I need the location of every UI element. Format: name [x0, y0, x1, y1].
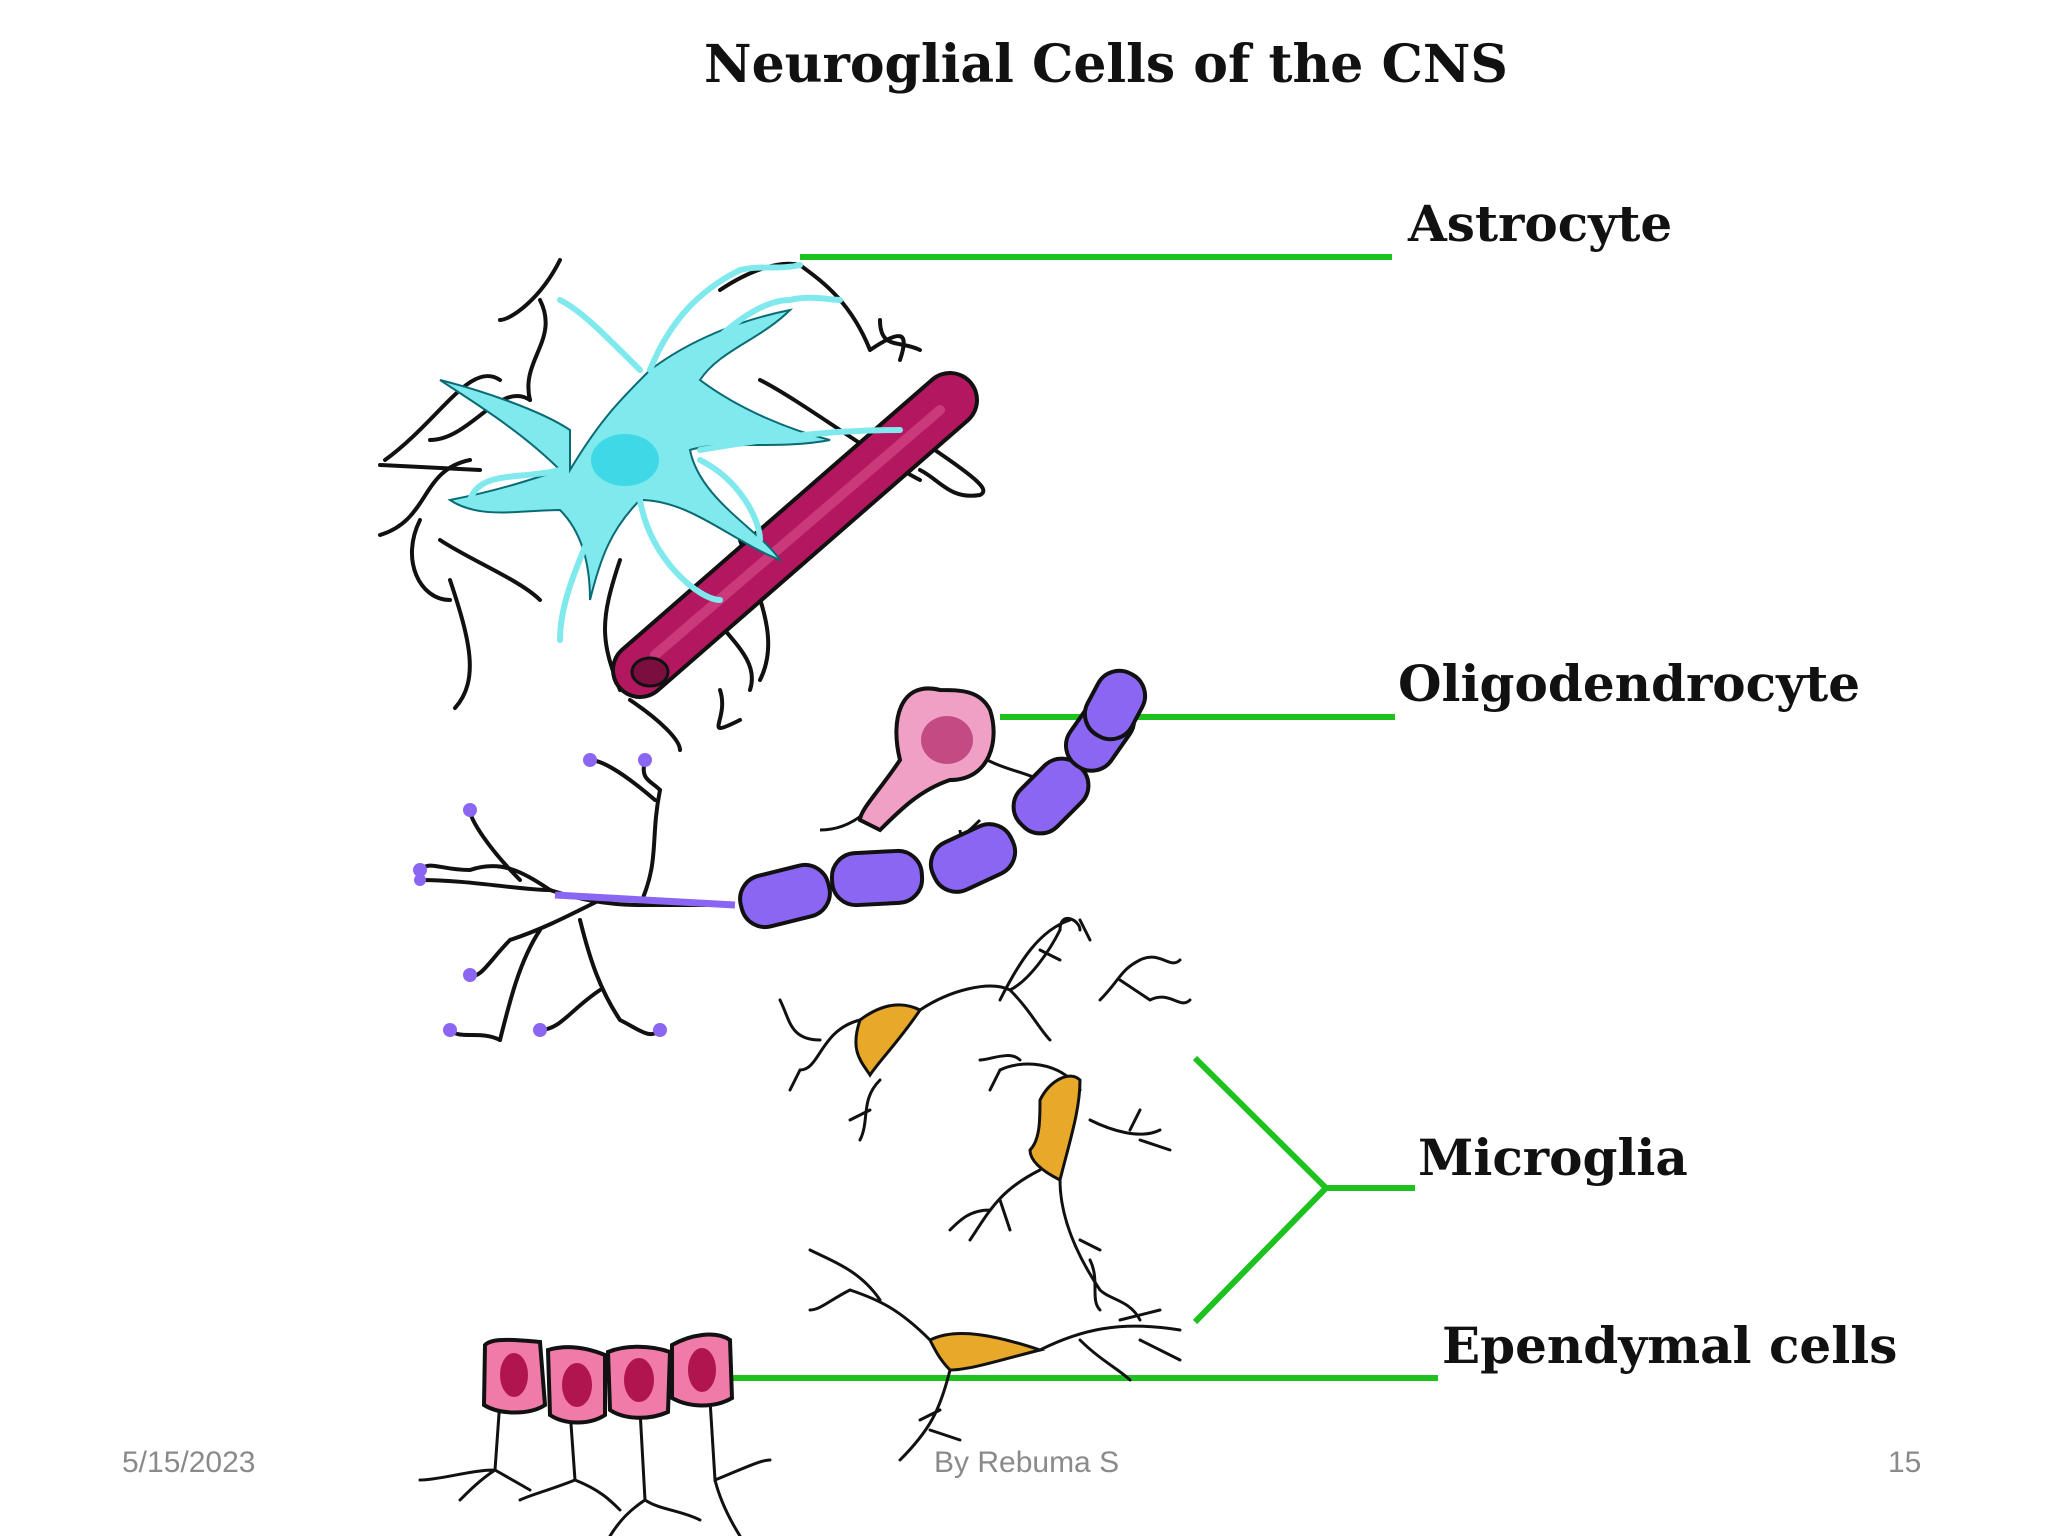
ependymal-illustration: [418, 1332, 772, 1536]
slide-number: 15: [1888, 1446, 1922, 1479]
microglia-illustration: [778, 917, 1192, 1462]
microglia-bracket: [1192, 1055, 1331, 1325]
astrocyte-illustration: [378, 258, 986, 752]
footer-author: By Rebuma S: [934, 1446, 1120, 1479]
oligodendrocyte-illustration: [413, 668, 1148, 1042]
label-ependymal-cells: Ependymal cells: [1442, 1316, 1898, 1375]
label-microglia: Microglia: [1418, 1128, 1688, 1187]
label-oligodendrocyte: Oligodendrocyte: [1398, 654, 1861, 713]
label-astrocyte: Astrocyte: [1408, 194, 1673, 253]
slide-title: Neuroglial Cells of the CNS: [704, 34, 1508, 95]
footer-date: 5/15/2023: [122, 1446, 256, 1479]
